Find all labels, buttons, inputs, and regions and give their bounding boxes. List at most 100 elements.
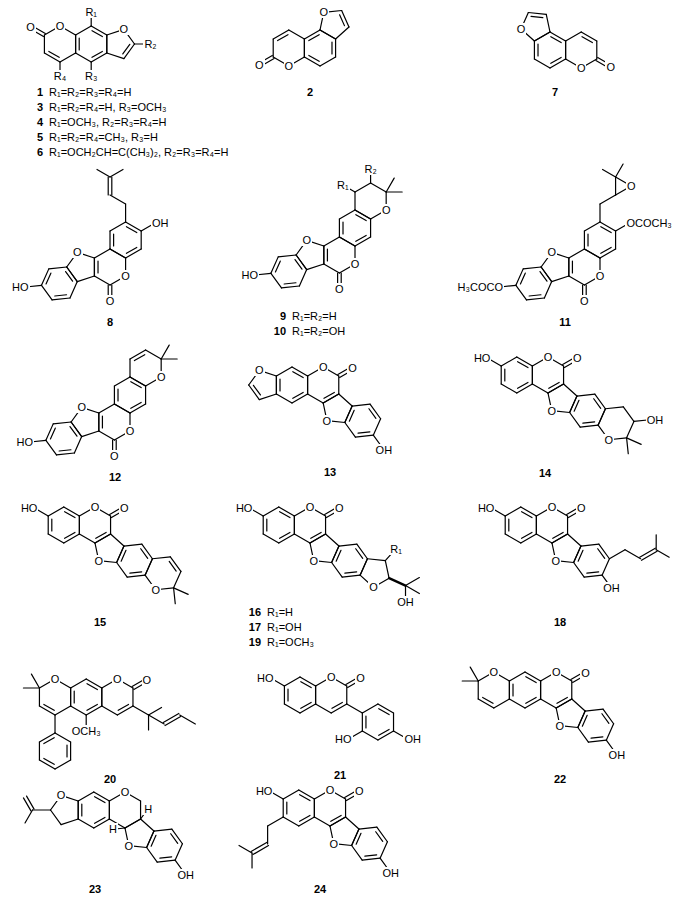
bond-line <box>23 687 39 688</box>
bond-line <box>517 357 533 366</box>
bond-line <box>142 544 153 559</box>
bond-line <box>522 532 532 538</box>
bond-line <box>324 237 340 246</box>
bond-line <box>574 562 585 577</box>
bond-line <box>299 270 306 286</box>
bond-line <box>165 717 181 726</box>
bond-line <box>385 561 389 579</box>
bond-line <box>550 32 566 41</box>
bond-line <box>505 507 521 516</box>
bond-line <box>365 716 366 728</box>
atom-label: O <box>119 23 130 35</box>
compound-number: 24 <box>313 883 327 895</box>
bond-line <box>42 269 49 285</box>
atom-label: O <box>576 62 587 74</box>
bond-line <box>505 516 506 534</box>
atom-label: O <box>334 283 345 295</box>
bond-line <box>294 516 295 534</box>
atom-label: H <box>108 823 118 835</box>
bond-line <box>304 39 305 57</box>
bond-line <box>49 267 67 269</box>
compound-number: 20 <box>103 773 117 785</box>
bond-line <box>330 817 346 826</box>
bond-line <box>470 667 478 681</box>
atom-label: O <box>305 501 316 513</box>
bond-line <box>75 35 76 53</box>
bond-line <box>147 831 154 847</box>
bond-line <box>529 295 541 296</box>
atom-label: OH <box>381 867 400 879</box>
atom-label: O <box>120 786 131 798</box>
compound-number: 9 <box>279 310 287 322</box>
bond-line <box>509 681 510 699</box>
bond-line <box>581 32 597 41</box>
bond-line <box>548 384 564 393</box>
bond-line <box>299 790 315 799</box>
atom-label: R₄ <box>53 70 67 82</box>
bond-line <box>70 427 77 437</box>
bond-line <box>71 422 82 437</box>
bond-line <box>48 516 49 534</box>
bond-line <box>356 833 361 844</box>
bond-line <box>345 422 356 437</box>
bond-line <box>126 247 136 253</box>
bond-line <box>114 404 130 413</box>
bond-line <box>79 516 80 534</box>
bond-line <box>574 546 581 562</box>
bond-line <box>64 534 80 543</box>
bond-line <box>386 191 402 192</box>
bond-line <box>113 234 114 246</box>
bond-line <box>54 715 55 733</box>
bond-line <box>126 249 142 258</box>
bond-line <box>154 829 172 831</box>
bond-line <box>284 677 300 686</box>
bond-line <box>371 183 387 192</box>
bond-line <box>332 546 339 562</box>
bond-line <box>588 740 606 742</box>
bond-line <box>360 559 367 575</box>
bond-line <box>110 249 126 258</box>
bond-line <box>293 392 303 398</box>
bond-line <box>311 532 321 538</box>
bond-line <box>508 519 509 531</box>
bond-line <box>393 713 394 731</box>
bond-line <box>70 742 71 760</box>
bond-line <box>117 562 128 577</box>
bond-line <box>110 249 126 258</box>
bond-line <box>367 559 385 561</box>
bond-line <box>180 715 196 724</box>
atom-label: O <box>93 555 104 567</box>
bond-line <box>552 534 568 543</box>
bond-line <box>314 817 330 826</box>
bond-line <box>609 550 625 559</box>
bond-line <box>525 672 541 681</box>
bond-line <box>79 38 80 50</box>
atom-label: HO <box>241 269 260 281</box>
bond-line <box>587 234 588 246</box>
bond-line <box>320 30 336 39</box>
bond-line <box>50 428 55 439</box>
bond-line <box>314 799 315 817</box>
bond-line <box>336 550 341 561</box>
bond-line <box>44 53 60 62</box>
bond-line <box>249 385 260 400</box>
bond-line <box>570 412 581 427</box>
bond-line <box>338 376 339 394</box>
bond-line <box>86 679 102 688</box>
bond-line <box>551 57 561 63</box>
bond-line <box>284 686 285 704</box>
bond-line <box>531 16 543 17</box>
bond-line <box>132 688 133 706</box>
bond-line <box>570 396 577 412</box>
bond-line <box>71 422 82 437</box>
atom-label: O <box>381 204 392 216</box>
bond-line <box>300 704 316 713</box>
atom-label: O <box>546 246 557 258</box>
bond-line <box>352 404 370 406</box>
bond-line <box>325 516 326 534</box>
bond-line <box>627 438 629 454</box>
bond-line <box>149 708 162 716</box>
atom-label: O <box>142 674 153 686</box>
bond-line <box>532 384 548 393</box>
